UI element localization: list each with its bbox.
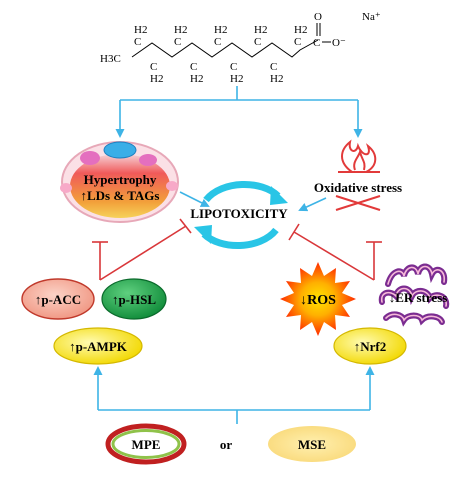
cycle-arrowhead-bottom [194, 225, 212, 244]
ros-label: ↓ROS [300, 293, 336, 308]
top-connectors [115, 86, 363, 138]
top-c-1: C [134, 36, 141, 48]
fatty-acid-structure: H2 H2 H2 H2 H2 H2 H2 C C C C C H3C C C C… [100, 11, 381, 85]
adipocyte-line2: ↑LDs & TAGs [81, 188, 160, 203]
bottom-c-label-2: C [190, 61, 197, 73]
er-stress-node: ↓ER stress [378, 263, 450, 327]
p-ampk-node: ↑p-AMPK [53, 327, 143, 365]
top-h2-label-5: H2 [294, 24, 307, 36]
top-h2-label-4: H2 [254, 24, 267, 36]
top-c-3: C [214, 36, 221, 48]
left-inhibition [92, 218, 192, 281]
top-c-5: C [294, 36, 301, 48]
mse-label: MSE [298, 437, 326, 452]
mpe-label: MPE [132, 437, 161, 452]
bottom-connectors [93, 366, 375, 424]
bottom-c-label-1: C [150, 61, 157, 73]
oxide-label: O⁻ [332, 37, 346, 49]
lipotoxicity-label: LIPOTOXICITY [190, 206, 288, 221]
arrow-oxidative-to-lipotoxicity [298, 197, 327, 212]
oxidative-stress-label: Oxidative stress [314, 180, 402, 195]
mpe-node: MPE [105, 423, 187, 465]
lipotoxicity-cycle: LIPOTOXICITY [190, 181, 288, 249]
arrow-adipocyte-to-lipotoxicity [179, 191, 210, 207]
top-h2-label-1: H2 [134, 24, 147, 36]
methyl-label: H3C [100, 53, 121, 65]
bottom-h2-2: H2 [190, 73, 203, 85]
oxidative-stress: Oxidative stress [314, 139, 402, 211]
ros-burst [280, 262, 356, 336]
er-icon-highlight [380, 265, 447, 323]
cycle-arrow-top [203, 181, 281, 203]
or-label: or [220, 437, 233, 452]
adipocyte-line1: Hypertrophy [84, 172, 157, 187]
nrf2-node: ↑Nrf2 [333, 327, 407, 365]
p-acc-label: ↑p-ACC [35, 292, 81, 307]
er-stress-label: ↓ER stress [389, 290, 448, 305]
p-acc-node: ↑p-ACC [21, 278, 95, 320]
top-c-4: C [254, 36, 261, 48]
carbonyl-oxygen: O [314, 11, 322, 23]
ros-node: ↓ROS [280, 262, 356, 336]
top-c-2: C [174, 36, 181, 48]
bottom-h2-3: H2 [230, 73, 243, 85]
cycle-arrow-bottom [201, 227, 279, 249]
carboxylate-carbon: C [313, 37, 320, 49]
nrf2-label: ↑Nrf2 [354, 339, 387, 354]
bottom-h2-4: H2 [270, 73, 283, 85]
top-h2-label-3: H2 [214, 24, 227, 36]
sodium-label: Na⁺ [362, 11, 381, 23]
p-ampk-label: ↑p-AMPK [69, 339, 128, 354]
adipocyte-cell: Hypertrophy ↑LDs & TAGs [60, 141, 179, 223]
bottom-c-label-3: C [230, 61, 237, 73]
bottom-h2-1: H2 [150, 73, 163, 85]
bottom-c-label-4: C [270, 61, 277, 73]
top-h2-label-2: H2 [174, 24, 187, 36]
mse-node: MSE [268, 426, 356, 462]
right-inhibition [288, 223, 382, 281]
p-hsl-node: ↑p-HSL [101, 278, 167, 320]
cycle-arrowhead-top [270, 186, 288, 205]
flame-icon [338, 139, 380, 173]
logs-icon [335, 195, 381, 211]
p-hsl-label: ↑p-HSL [112, 292, 156, 307]
